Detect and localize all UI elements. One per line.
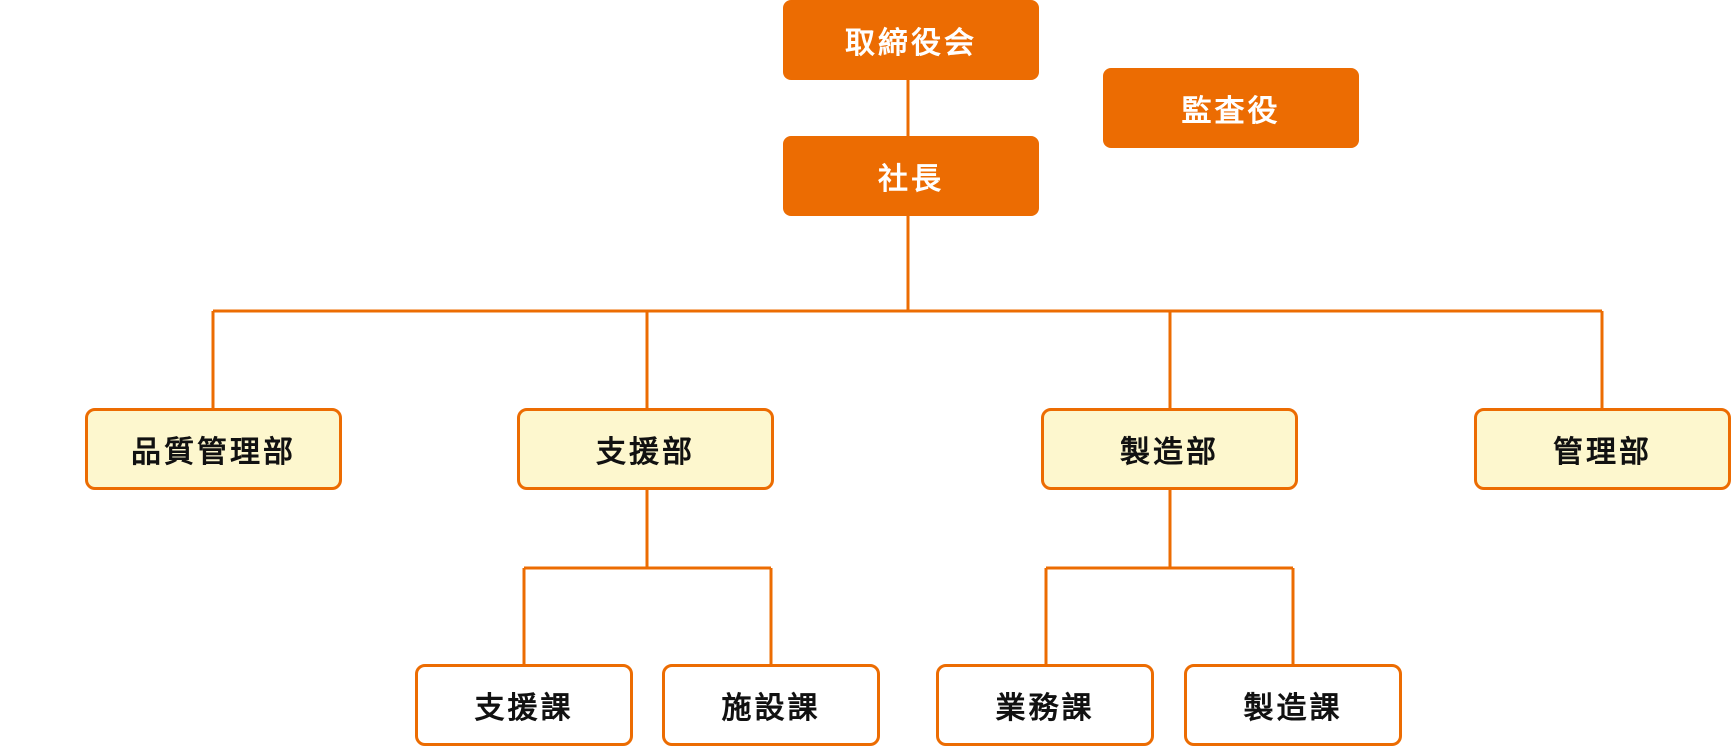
administration-department-label: 管理部 <box>1553 435 1652 470</box>
support-department-label: 支援部 <box>596 435 695 470</box>
support-section-label: 支援課 <box>474 691 574 726</box>
operations-section-box: 業務課 <box>936 664 1154 746</box>
quality-department-label: 品質管理部 <box>131 435 296 470</box>
support-section-box: 支援課 <box>415 664 633 746</box>
operations-section-label: 業務課 <box>995 691 1095 726</box>
support-department-box: 支援部 <box>517 408 774 490</box>
manufacturing-department-box: 製造部 <box>1041 408 1298 490</box>
facilities-section-label: 施設課 <box>721 691 821 726</box>
manufacturing-department-label: 製造部 <box>1120 435 1219 470</box>
facilities-section-box: 施設課 <box>662 664 880 746</box>
board-of-directors-box: 取締役会 <box>783 0 1039 80</box>
auditor-box: 監査役 <box>1103 68 1359 148</box>
auditor-label: 監査役 <box>1181 94 1281 129</box>
manufacturing-section-box: 製造課 <box>1184 664 1402 746</box>
board-of-directors-label: 取締役会 <box>845 26 977 61</box>
president-box: 社長 <box>783 136 1039 216</box>
manufacturing-section-label: 製造課 <box>1243 691 1343 726</box>
administration-department-box: 管理部 <box>1474 408 1731 490</box>
president-label: 社長 <box>878 162 944 197</box>
quality-department-box: 品質管理部 <box>85 408 342 490</box>
